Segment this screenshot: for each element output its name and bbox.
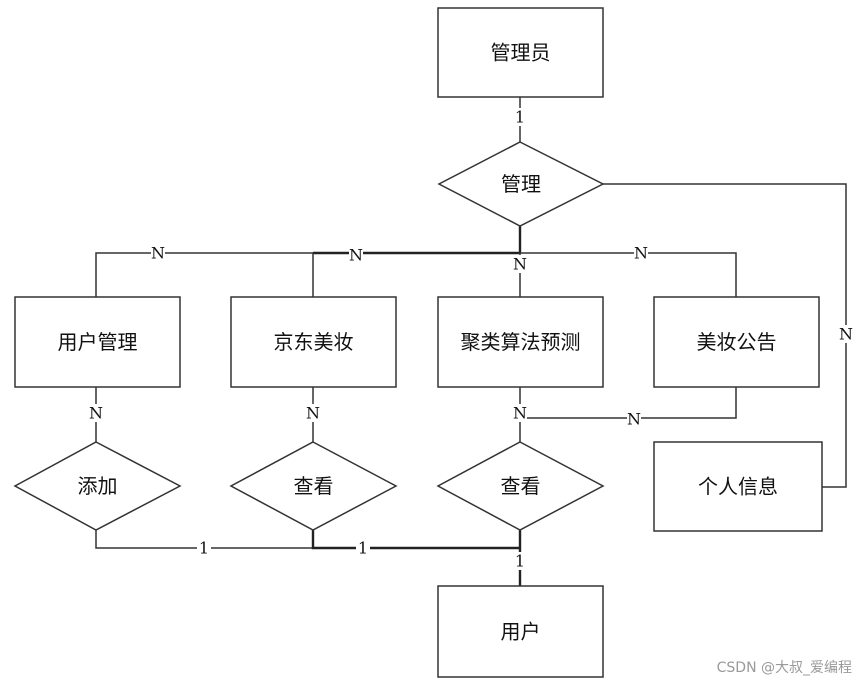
entity-user-mgmt-label: 用户管理	[58, 330, 138, 354]
line-hub-user-mgmt	[95, 252, 313, 297]
card-add-user: 1	[199, 539, 209, 558]
watermark-text: CSDN @大叔_爱编程	[717, 660, 852, 676]
entity-personal-info-label: 个人信息	[698, 475, 778, 499]
line-view-bottom	[311, 530, 520, 550]
card-user-mgmt-add: N	[89, 404, 103, 423]
line-notice-view	[520, 387, 737, 419]
connectors	[95, 97, 847, 586]
entity-clustering: 聚类算法预测	[437, 296, 604, 388]
relation-add: 添加	[13, 441, 182, 531]
relation-view-2: 查看	[436, 441, 605, 531]
line-hub-notice	[520, 252, 737, 297]
relation-manage: 管理	[437, 141, 605, 227]
card-manage-jd: N	[349, 246, 363, 265]
relation-view-2-label: 查看	[501, 474, 541, 498]
card-user-bottom: 1	[515, 552, 525, 571]
card-manage-cluster: N	[513, 255, 527, 274]
card-jd-view: N	[306, 404, 320, 423]
line-add-bottom	[95, 530, 520, 549]
entity-user-label: 用户	[501, 620, 541, 644]
relation-manage-label: 管理	[501, 172, 541, 196]
entity-jd-beauty: 京东美妆	[230, 296, 397, 388]
card-manage-personal: N	[839, 325, 853, 344]
card-view-user: 1	[358, 539, 368, 558]
relation-view-1-label: 查看	[294, 474, 334, 498]
entity-personal-info: 个人信息	[653, 441, 823, 532]
card-manage-notice: N	[634, 244, 648, 263]
entity-admin-label: 管理员	[491, 41, 551, 65]
cardinality-labels: 1 N N N N N N N N N 1 1 1	[89, 108, 853, 571]
entity-admin: 管理员	[437, 7, 604, 98]
entity-beauty-notice-label: 美妆公告	[697, 330, 777, 354]
relation-view-1: 查看	[229, 441, 398, 531]
card-manage-user-mgmt: N	[151, 244, 165, 263]
card-notice-view: N	[627, 410, 641, 429]
entity-user-mgmt: 用户管理	[14, 296, 181, 388]
relation-add-label: 添加	[78, 474, 118, 498]
card-cluster-view: N	[513, 404, 527, 423]
entity-beauty-notice: 美妆公告	[653, 296, 820, 388]
entity-jd-beauty-label: 京东美妆	[274, 330, 354, 354]
entity-user: 用户	[437, 585, 604, 678]
card-admin-manage: 1	[515, 108, 525, 127]
entity-clustering-label: 聚类算法预测	[461, 330, 581, 354]
